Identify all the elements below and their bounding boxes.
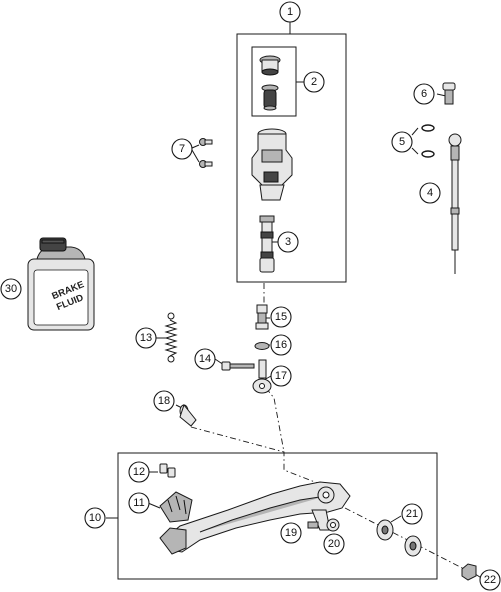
svg-text:3: 3	[285, 236, 291, 248]
svg-text:13: 13	[140, 332, 152, 344]
callout-6: 6	[413, 83, 435, 105]
svg-text:6: 6	[421, 88, 427, 100]
seal-kit-parts	[259, 55, 281, 111]
spacer-and-bearings	[307, 518, 477, 581]
svg-text:30: 30	[5, 283, 17, 295]
svg-text:14: 14	[199, 353, 211, 365]
clevis-hardware	[221, 304, 272, 394]
svg-text:22: 22	[484, 574, 496, 586]
callout-3: 3	[277, 231, 299, 253]
svg-text:10: 10	[89, 512, 101, 524]
svg-text:2: 2	[311, 76, 317, 88]
small-screws	[199, 138, 213, 168]
callout-13: 13	[135, 327, 157, 349]
svg-text:20: 20	[328, 538, 340, 550]
svg-text:4: 4	[427, 187, 433, 199]
callout-18: 18	[153, 390, 175, 412]
svg-text:15: 15	[275, 311, 287, 323]
callout-19: 19	[280, 522, 302, 544]
svg-text:11: 11	[133, 497, 144, 509]
callout-16: 16	[270, 334, 292, 356]
svg-text:7: 7	[179, 143, 185, 155]
callout-30: 30	[0, 278, 22, 300]
master-cylinder-body	[251, 128, 293, 201]
callout-4: 4	[419, 182, 441, 204]
tension-spring	[164, 312, 178, 363]
brake-hose-assembly	[421, 82, 462, 274]
callout-22: 22	[479, 569, 501, 591]
svg-text:19: 19	[285, 527, 297, 539]
svg-text:12: 12	[133, 466, 145, 478]
svg-text:1: 1	[287, 6, 293, 18]
master-cylinder-group-box	[236, 33, 347, 283]
callout-12: 12	[128, 461, 150, 483]
brake-pedal-group-box	[117, 452, 438, 580]
callout-15: 15	[270, 306, 292, 328]
piston-assembly	[259, 215, 275, 273]
pivot-bolt	[179, 403, 197, 427]
svg-text:17: 17	[275, 370, 287, 382]
brake-fluid-can: BRAKE FLUID	[27, 237, 95, 331]
callout-10: 10	[84, 507, 106, 529]
callout-2: 2	[303, 71, 325, 93]
svg-text:18: 18	[158, 395, 170, 407]
svg-text:5: 5	[399, 136, 405, 148]
callout-20: 20	[323, 533, 345, 555]
pedal-pad	[159, 491, 193, 523]
callout-1: 1	[279, 1, 301, 23]
plugs	[159, 463, 176, 478]
callout-7: 7	[171, 138, 193, 160]
svg-text:21: 21	[406, 508, 418, 520]
svg-text:16: 16	[275, 339, 287, 351]
brake-pedal	[159, 481, 351, 555]
callout-11: 11	[128, 492, 150, 514]
callout-14: 14	[194, 348, 216, 370]
callout-5: 5	[391, 131, 413, 153]
callout-21: 21	[401, 503, 423, 525]
callout-17: 17	[270, 365, 292, 387]
